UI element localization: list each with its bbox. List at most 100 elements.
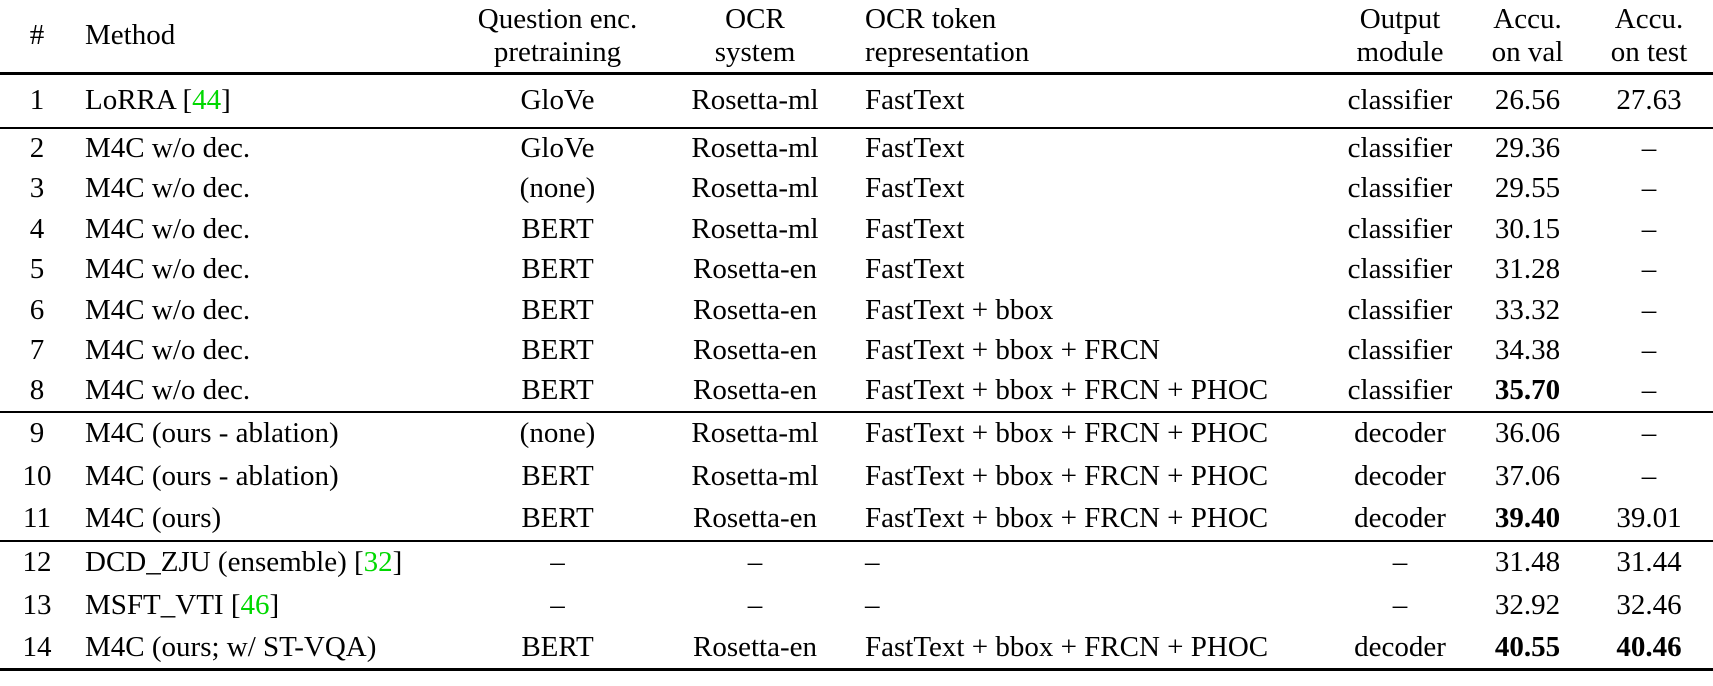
cell-ocr-token-representation: FastText + bbox + FRCN + PHOC	[865, 630, 1269, 663]
cell-row-number: 4	[29, 212, 45, 245]
cell-question-enc-pretraining: (none)	[519, 172, 596, 205]
cell-ocr-token-representation: FastText + bbox	[865, 293, 1054, 326]
cell-accu-on-test: –	[1641, 132, 1657, 165]
cell-question-enc-pretraining: GloVe	[520, 84, 595, 117]
cell-accu-on-test: –	[1641, 253, 1657, 286]
cell-method: M4C (ours - ablation)	[85, 417, 339, 449]
section-test-set-comparison: 12 DCD_ZJU (ensemble) [32] – – – – 31.48…	[0, 541, 1713, 670]
table-row: 7 M4C w/o dec. BERT Rosetta-en FastText …	[0, 331, 1713, 372]
cell-accu-on-val: 40.55	[1494, 630, 1561, 663]
cell-output-module: –	[1392, 588, 1408, 621]
cell-accu-on-test: –	[1641, 212, 1657, 245]
header-line: Accu.	[1614, 2, 1684, 35]
citation-link[interactable]: 44	[192, 84, 222, 117]
cell-method: M4C w/o dec.	[85, 172, 251, 205]
cell-row-number: 2	[29, 132, 45, 165]
cell-question-enc-pretraining: BERT	[521, 334, 594, 367]
table-row: 9 M4C (ours - ablation) (none) Rosetta-m…	[0, 412, 1713, 455]
cell-method: M4C (ours; w/ ST-VQA)	[85, 630, 377, 663]
table-row: 14 M4C (ours; w/ ST-VQA) BERT Rosetta-en…	[0, 627, 1713, 670]
cell-accu-on-test: 39.01	[1616, 502, 1682, 534]
cell-row-number: 7	[29, 334, 45, 367]
cell-output-module: classifier	[1347, 293, 1453, 326]
cell-output-module: classifier	[1347, 334, 1453, 367]
cell-question-enc-pretraining: BERT	[521, 253, 594, 286]
section-lorra-baseline: 1 LoRRA [44] GloVe Rosetta-ml FastText c…	[0, 73, 1713, 128]
section-m4c-decoder: 9 M4C (ours - ablation) (none) Rosetta-m…	[0, 412, 1713, 541]
header-line: Output	[1359, 2, 1441, 35]
col-header-method: Method	[85, 19, 176, 52]
cell-accu-on-val: 31.28	[1494, 253, 1561, 286]
cell-accu-on-val: 29.55	[1494, 172, 1561, 205]
method-text: DCD_ZJU (ensemble) [	[85, 546, 364, 578]
header-line: Question enc.	[477, 2, 638, 35]
cell-ocr-token-representation: FastText + bbox + FRCN + PHOC	[865, 417, 1269, 449]
table-row: 6 M4C w/o dec. BERT Rosetta-en FastText …	[0, 290, 1713, 331]
method-text: LoRRA [	[85, 84, 193, 117]
header-line: representation	[865, 35, 1030, 68]
cell-accu-on-val: 30.15	[1494, 212, 1561, 245]
col-header-question-enc-pretraining: Question enc. pretraining	[430, 0, 675, 73]
cell-question-enc-pretraining: GloVe	[520, 132, 595, 165]
cell-question-enc-pretraining: (none)	[519, 417, 596, 449]
cell-question-enc-pretraining: BERT	[521, 502, 594, 534]
cell-accu-on-test: –	[1641, 459, 1657, 492]
cell-method: M4C w/o dec.	[85, 132, 251, 165]
table-row: 2 M4C w/o dec. GloVe Rosetta-ml FastText…	[0, 128, 1713, 169]
cell-method: M4C w/o dec.	[85, 253, 251, 286]
cell-ocr-token-representation: –	[865, 546, 880, 578]
cell-question-enc-pretraining: BERT	[521, 459, 594, 492]
cell-ocr-system: Rosetta-ml	[691, 132, 819, 165]
results-table: # Method Question enc. pretraining OCR s…	[0, 0, 1713, 670]
header-line: OCR token	[865, 2, 997, 35]
table-row: 4 M4C w/o dec. BERT Rosetta-ml FastText …	[0, 209, 1713, 250]
cell-ocr-token-representation: FastText	[865, 212, 965, 245]
header-line: on test	[1610, 35, 1688, 68]
cell-ocr-system: Rosetta-ml	[691, 172, 819, 205]
table-row: 12 DCD_ZJU (ensemble) [32] – – – – 31.48…	[0, 541, 1713, 584]
cell-accu-on-val: 36.06	[1494, 417, 1561, 449]
cell-ocr-token-representation: FastText	[865, 172, 965, 205]
cell-ocr-token-representation: FastText + bbox + FRCN + PHOC	[865, 374, 1269, 407]
cell-accu-on-test: 32.46	[1616, 588, 1682, 621]
table-row: 3 M4C w/o dec. (none) Rosetta-ml FastTex…	[0, 169, 1713, 210]
cell-ocr-token-representation: –	[865, 588, 880, 621]
cell-output-module: decoder	[1354, 630, 1446, 663]
cell-output-module: –	[1392, 546, 1408, 578]
citation-link[interactable]: 32	[363, 546, 393, 578]
cell-method: M4C w/o dec.	[85, 374, 251, 407]
col-header-output-module: Output module	[1310, 0, 1470, 73]
table-row: 1 LoRRA [44] GloVe Rosetta-ml FastText c…	[0, 73, 1713, 128]
cell-question-enc-pretraining: BERT	[521, 374, 594, 407]
cell-row-number: 12	[22, 546, 52, 578]
cell-question-enc-pretraining: BERT	[521, 630, 594, 663]
cell-ocr-token-representation: FastText	[865, 253, 965, 286]
method-text: ]	[269, 588, 280, 621]
cell-ocr-token-representation: FastText	[865, 84, 965, 117]
col-header-ocr-system: OCR system	[675, 0, 835, 73]
cell-output-module: classifier	[1347, 132, 1453, 165]
header-line: module	[1356, 35, 1444, 68]
cell-method: MSFT_VTI [46]	[60, 584, 430, 627]
cell-output-module: classifier	[1347, 172, 1453, 205]
cell-ocr-token-representation: FastText + bbox + FRCN	[865, 334, 1160, 367]
cell-method: M4C w/o dec.	[85, 293, 251, 326]
header-line: OCR	[725, 2, 785, 35]
cell-ocr-system: –	[747, 588, 763, 621]
cell-row-number: 8	[29, 374, 45, 407]
cell-accu-on-val: 29.36	[1494, 132, 1561, 165]
table-row: 5 M4C w/o dec. BERT Rosetta-en FastText …	[0, 250, 1713, 291]
citation-link[interactable]: 46	[240, 588, 270, 621]
cell-question-enc-pretraining: –	[550, 546, 565, 578]
cell-method: M4C w/o dec.	[85, 334, 251, 367]
cell-ocr-system: Rosetta-en	[692, 293, 817, 326]
cell-ocr-system: Rosetta-ml	[691, 84, 819, 117]
cell-accu-on-val: 34.38	[1494, 334, 1561, 367]
cell-accu-on-test: –	[1641, 334, 1657, 367]
cell-row-number: 11	[23, 502, 51, 534]
header-line: system	[714, 35, 796, 68]
section-m4c-ablations-classifier: 2 M4C w/o dec. GloVe Rosetta-ml FastText…	[0, 128, 1713, 412]
cell-ocr-system: Rosetta-en	[692, 253, 817, 286]
cell-row-number: 3	[29, 172, 45, 205]
col-header-accu-on-test: Accu. on test	[1585, 0, 1713, 73]
